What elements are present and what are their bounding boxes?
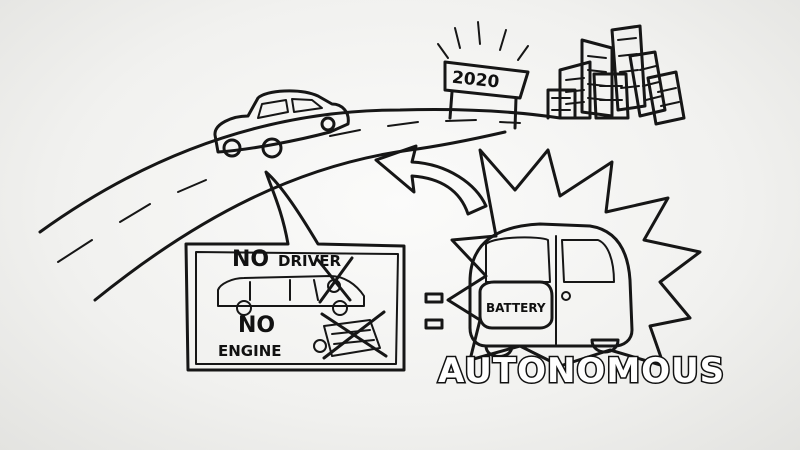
autonomous-vehicle: BATTERY (468, 222, 634, 358)
road-center-dashes (57, 119, 521, 263)
outline-car (217, 275, 365, 316)
sign-burst-rays (437, 21, 529, 61)
no-driver-word: DRIVER (278, 252, 341, 270)
city-skyline: 2020 (437, 21, 686, 130)
road-edge-upper (38, 107, 562, 234)
curved-arrow (374, 144, 488, 216)
road-car (213, 89, 350, 159)
road (38, 107, 562, 302)
equals-text: = (0, 0, 1, 1)
year-sign: 2020 (443, 60, 530, 130)
equals-sign: = (0, 0, 444, 330)
buildings (546, 24, 686, 126)
callout-bubble: NO DRIVER NO ENGINE (184, 170, 406, 372)
building-windows (551, 37, 680, 111)
engine-cross-out (320, 310, 388, 360)
no-engine-word: ENGINE (218, 342, 282, 360)
autonomous-headline: AUTONOMOUS (438, 351, 725, 391)
year-label: 2020 (451, 68, 500, 93)
road-edge-lower (93, 130, 507, 302)
no-driver-no: NO (232, 247, 269, 272)
starburst (446, 148, 702, 368)
no-engine-no: NO (238, 313, 275, 338)
battery-label: BATTERY (486, 301, 546, 315)
engine-icon (313, 319, 381, 357)
driver-cross-out (316, 256, 354, 304)
